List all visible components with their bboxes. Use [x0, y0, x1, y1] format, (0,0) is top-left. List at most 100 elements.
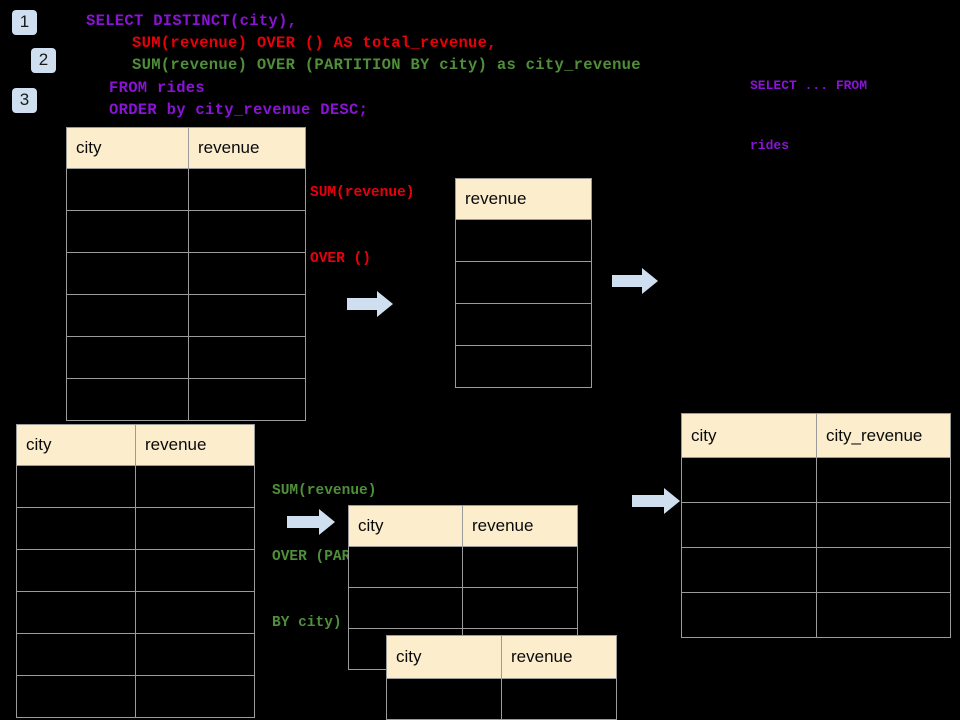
table-row — [16, 507, 255, 550]
table-row — [66, 294, 306, 337]
table-header-row: revenue — [455, 178, 592, 220]
annotation-sum-over-partition-line3: BY city) — [272, 615, 342, 631]
cell-revenue — [188, 378, 306, 421]
table-header-row: city revenue — [386, 635, 617, 679]
annotation-sum-over-partition-line1: SUM(revenue) — [272, 483, 377, 499]
cell-city — [16, 465, 136, 508]
cell-city — [681, 592, 817, 638]
table-row — [16, 675, 255, 718]
table-row — [16, 465, 255, 508]
step-badge-2: 2 — [31, 48, 56, 73]
table-row — [348, 546, 578, 588]
sql-line-from-rides: FROM rides — [109, 79, 206, 97]
cell-city — [16, 507, 136, 550]
cell-revenue — [135, 633, 255, 676]
table-source-top: city revenue — [66, 127, 306, 421]
cell-revenue — [188, 336, 306, 379]
cell-revenue — [135, 675, 255, 718]
cell-revenue — [455, 303, 592, 346]
column-header-city: city — [386, 635, 502, 679]
table-row — [455, 345, 592, 388]
column-header-revenue: revenue — [188, 127, 306, 169]
arrow-source-to-total — [347, 291, 393, 317]
cell-city — [681, 502, 817, 548]
table-row — [16, 591, 255, 634]
cell-revenue — [501, 678, 617, 720]
table-row — [66, 336, 306, 379]
table-header-row: city city_revenue — [681, 413, 951, 458]
cell-city-revenue — [816, 502, 951, 548]
table-row — [66, 378, 306, 421]
annotation-sum-over-empty-line1: SUM(revenue) — [310, 185, 415, 201]
arrow-partition-to-result — [632, 488, 680, 514]
cell-city — [681, 547, 817, 593]
table-row — [386, 678, 617, 720]
column-header-revenue: revenue — [462, 505, 578, 547]
cell-revenue — [455, 261, 592, 304]
cell-revenue — [455, 219, 592, 262]
table-row — [348, 587, 578, 629]
table-header-row: city revenue — [66, 127, 306, 169]
cell-revenue — [188, 252, 306, 295]
cell-revenue — [188, 168, 306, 211]
cell-city — [16, 675, 136, 718]
table-row — [681, 502, 951, 548]
cell-revenue — [188, 210, 306, 253]
table-row — [681, 457, 951, 503]
cell-city-revenue — [816, 592, 951, 638]
table-total-revenue: revenue — [455, 178, 592, 388]
sql-line-order-by: ORDER by city_revenue DESC; — [109, 101, 369, 119]
table-result: city city_revenue — [681, 413, 951, 638]
column-header-revenue: revenue — [501, 635, 617, 679]
cell-city — [66, 336, 189, 379]
table-row — [455, 303, 592, 346]
table-partition-front: city revenue — [386, 635, 617, 720]
table-row — [16, 633, 255, 676]
table-row — [681, 592, 951, 638]
sql-line-sum-over-partition: SUM(revenue) OVER (PARTITION BY city) as… — [132, 56, 641, 74]
cell-city-revenue — [816, 457, 951, 503]
column-header-city: city — [348, 505, 463, 547]
cell-revenue — [135, 465, 255, 508]
cell-revenue — [462, 546, 578, 588]
cell-city — [386, 678, 502, 720]
table-row — [455, 261, 592, 304]
cell-city — [348, 546, 463, 588]
table-row — [455, 219, 592, 262]
step-badge-3: 3 — [12, 88, 37, 113]
cell-city — [66, 294, 189, 337]
arrow-source-to-partition — [287, 509, 335, 535]
cell-city — [66, 378, 189, 421]
column-header-city: city — [66, 127, 189, 169]
cell-city — [66, 210, 189, 253]
table-row — [66, 210, 306, 253]
cell-revenue — [135, 549, 255, 592]
cell-city — [16, 633, 136, 676]
cell-revenue — [135, 507, 255, 550]
annotation-sum-over-empty: SUM(revenue) OVER () — [310, 138, 414, 314]
cell-revenue — [188, 294, 306, 337]
step-badge-1: 1 — [12, 10, 37, 35]
column-header-city-revenue: city_revenue — [816, 413, 951, 458]
column-header-revenue: revenue — [135, 424, 255, 466]
sql-line-select-distinct: SELECT DISTINCT(city), — [86, 12, 298, 30]
cell-city — [66, 252, 189, 295]
cell-city — [66, 168, 189, 211]
cell-city — [16, 549, 136, 592]
column-header-city: city — [681, 413, 817, 458]
cell-city — [348, 587, 463, 629]
cell-revenue — [455, 345, 592, 388]
table-row — [66, 252, 306, 295]
table-header-row: city revenue — [348, 505, 578, 547]
column-header-revenue: revenue — [455, 178, 592, 220]
cell-revenue — [462, 587, 578, 629]
table-row — [16, 549, 255, 592]
cell-revenue — [135, 591, 255, 634]
annotation-select-from-line1: SELECT ... FROM — [750, 78, 868, 93]
annotation-select-from-line2: rides — [750, 138, 790, 153]
column-header-city: city — [16, 424, 136, 466]
sql-line-sum-over-empty: SUM(revenue) OVER () AS total_revenue, — [132, 34, 497, 52]
table-header-row: city revenue — [16, 424, 255, 466]
cell-city — [681, 457, 817, 503]
